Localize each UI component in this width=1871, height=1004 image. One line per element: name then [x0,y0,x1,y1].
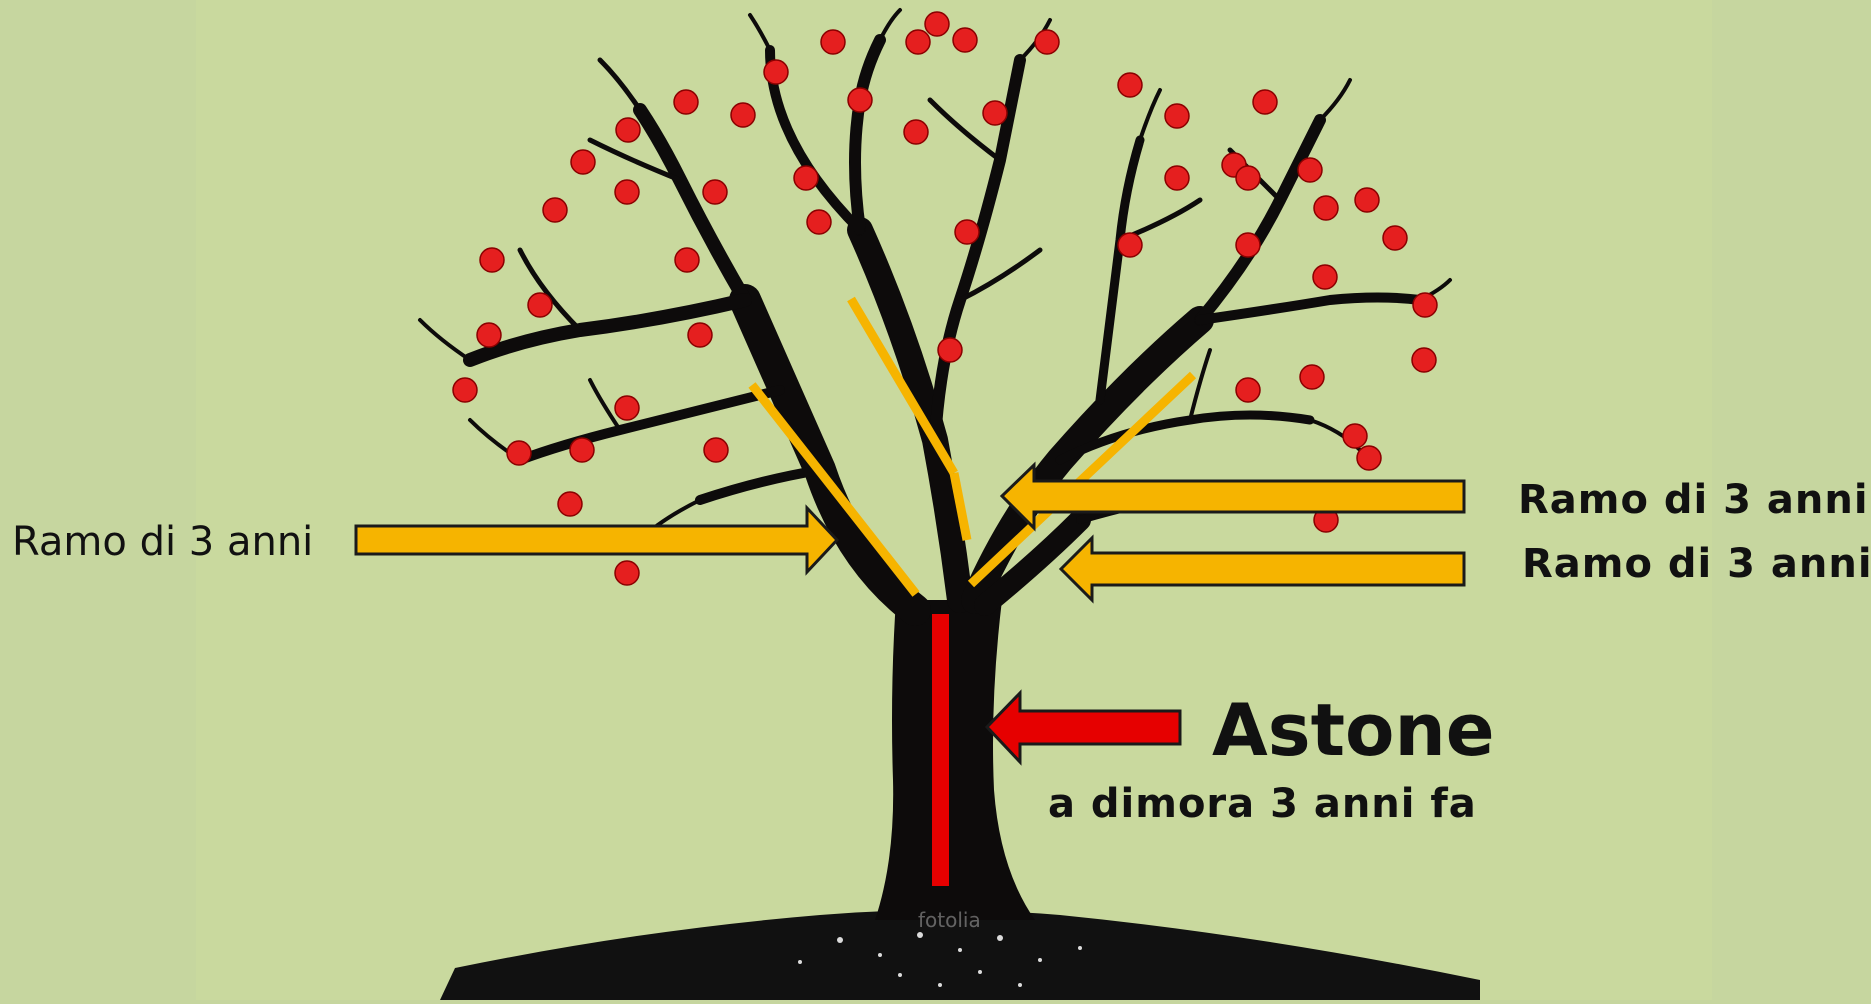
trunk-highlight [932,614,949,886]
label-trunk-subtitle: a dimora 3 anni fa [1048,784,1477,824]
label-left-branch: Ramo di 3 anni [12,522,313,562]
watermark: fotolia [918,908,981,932]
label-trunk-title: Astone [1212,694,1495,766]
label-right-branch-upper: Ramo di 3 anni [1518,480,1869,520]
label-right-branch-lower: Ramo di 3 anni [1522,544,1871,584]
